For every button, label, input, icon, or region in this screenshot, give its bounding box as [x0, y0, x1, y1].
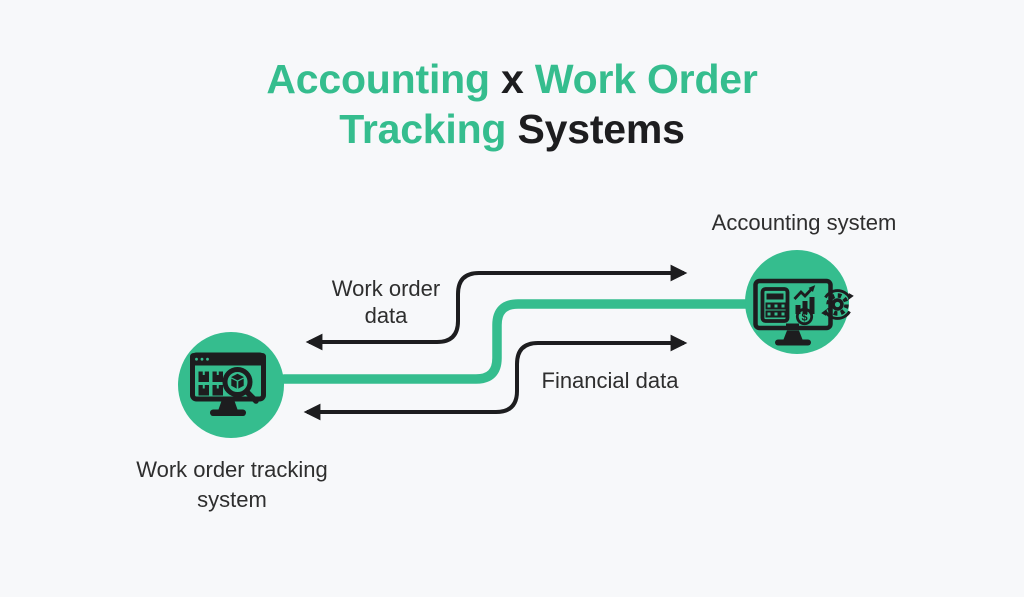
- title-segment-x: x: [501, 56, 524, 102]
- magnifier-icon: [222, 367, 259, 404]
- package-cube-icon: [231, 373, 244, 389]
- svg-text:$: $: [801, 312, 807, 324]
- work-order-node-circle: [178, 332, 284, 438]
- title-segment-accounting: Accounting: [266, 56, 490, 102]
- accounting-system-label: Accounting system: [711, 210, 897, 235]
- calculator-icon: [760, 287, 790, 323]
- bar-chart-icon: [793, 285, 816, 314]
- package-boxes-icon: [198, 371, 223, 396]
- work-order-data-label: Work order data: [331, 276, 441, 328]
- work-order-tracking-system-label: Work order tracking system: [136, 457, 328, 512]
- financial-data-label: Financial data: [541, 368, 679, 393]
- financial-data-arrow: [303, 334, 688, 421]
- system-connector-line: [279, 299, 757, 384]
- monitor-with-magnifier-icon: [190, 352, 266, 416]
- title-segment-systems: Systems: [517, 106, 685, 152]
- monitor-icon: [753, 278, 833, 346]
- gear-sync-icon: [821, 289, 854, 320]
- dollar-coin-icon: $: [795, 307, 814, 326]
- accounting-node-circle: $: [745, 250, 854, 354]
- title-segment-work-order-tracking: Work Order Tracking: [339, 56, 758, 152]
- monitor-icon: [190, 352, 266, 416]
- page-title: Accounting x Work Order Tracking Systems: [192, 54, 832, 154]
- monitor-with-calculator-chart-gear-icon: $: [753, 278, 854, 346]
